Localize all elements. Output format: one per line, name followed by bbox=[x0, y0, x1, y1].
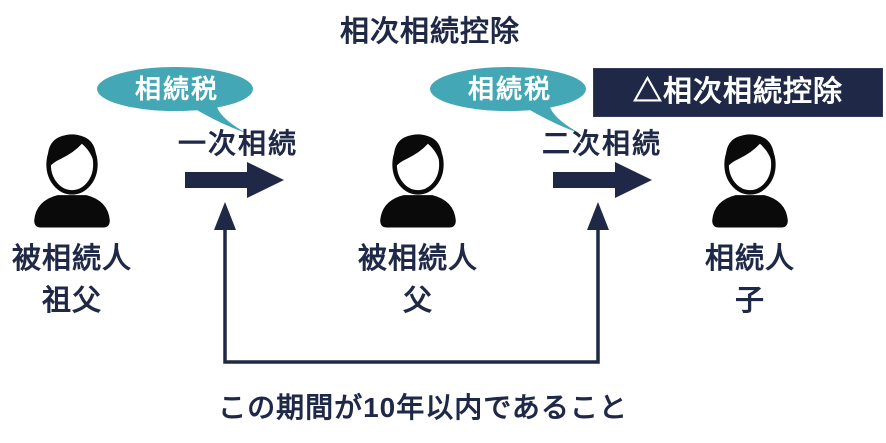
person-name: 祖父 bbox=[41, 285, 102, 317]
person-label: 被相続人 父 bbox=[348, 238, 488, 322]
person-name: 子 bbox=[734, 285, 765, 317]
tax-bubble-label: 相続税 bbox=[134, 74, 219, 104]
speech-bubble-icon bbox=[97, 67, 253, 133]
person-role: 相続人 bbox=[704, 243, 795, 275]
person-name: 父 bbox=[402, 285, 433, 317]
person-role: 被相続人 bbox=[357, 243, 478, 275]
deduction-box: △相次相続控除 bbox=[593, 68, 883, 117]
period-bracket-icon bbox=[214, 202, 609, 364]
person-label: 相続人 子 bbox=[680, 238, 820, 322]
person-icon bbox=[712, 134, 788, 228]
right-arrow-icon bbox=[185, 162, 284, 198]
second-inheritance-label: 二次相続 bbox=[541, 128, 662, 159]
diagram-title: 相次相続控除 bbox=[339, 16, 520, 48]
right-arrow-icon bbox=[553, 162, 652, 198]
person-label: 被相続人 祖父 bbox=[2, 238, 142, 322]
tax-bubble-label: 相続税 bbox=[467, 74, 552, 104]
person-icon bbox=[380, 134, 456, 228]
speech-bubble-icon bbox=[430, 67, 586, 133]
period-note: この期間が10年以内であること bbox=[218, 392, 628, 423]
person-icon bbox=[34, 134, 110, 228]
person-role: 被相続人 bbox=[11, 243, 132, 275]
first-inheritance-label: 一次相続 bbox=[177, 128, 298, 159]
